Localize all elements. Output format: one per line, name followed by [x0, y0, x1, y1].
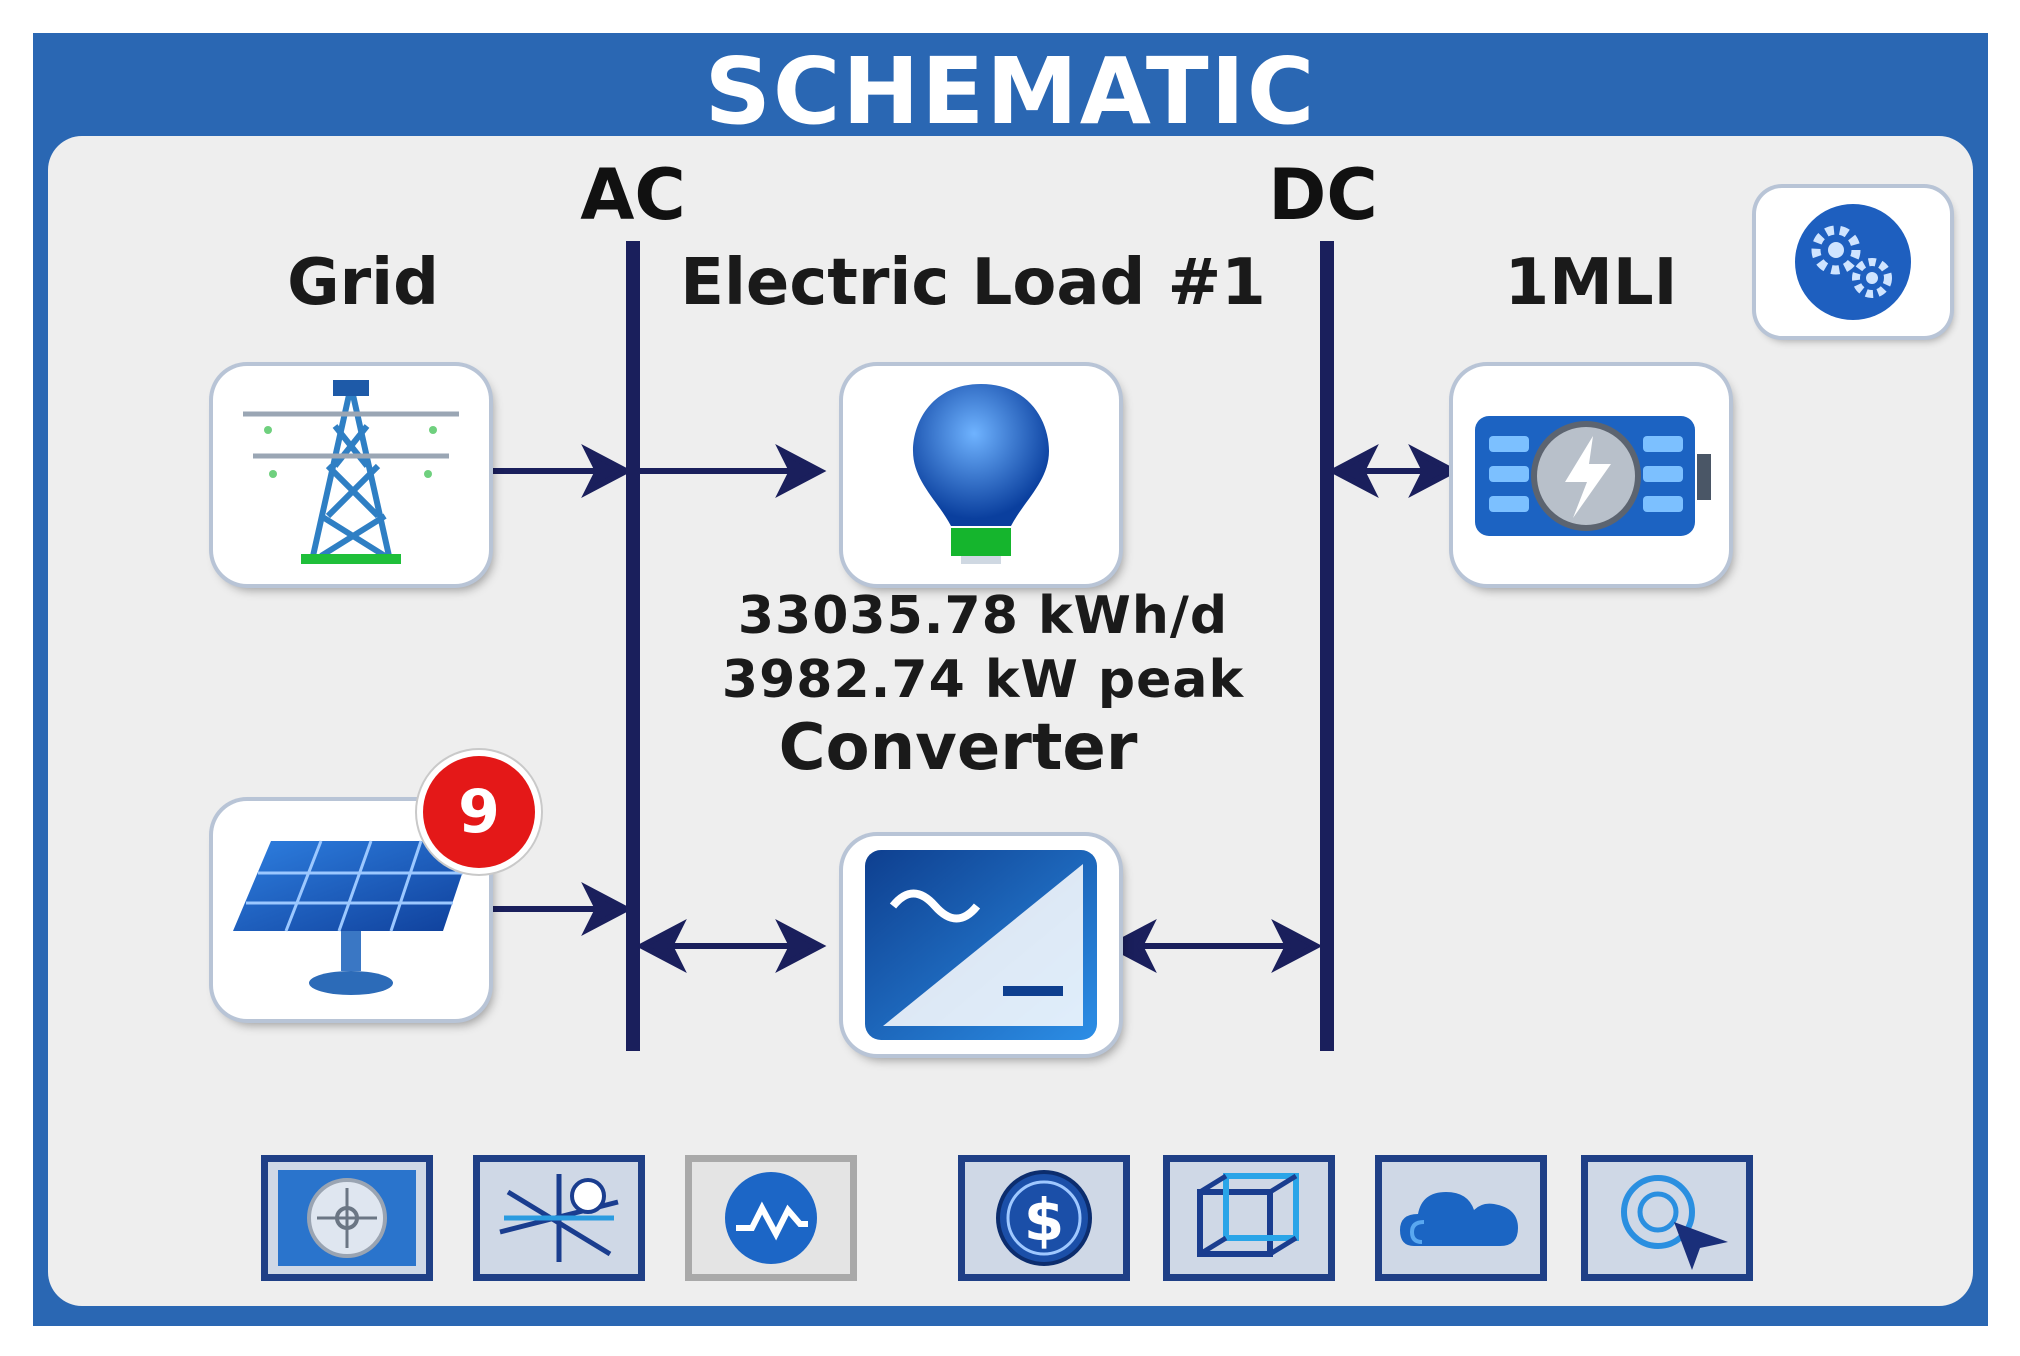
load-peak: 3982.74 kW peak	[721, 650, 1245, 710]
cloud-icon	[1400, 1192, 1518, 1246]
schematic-window: SCHEMATIC AC DC	[33, 33, 1988, 1326]
mli-component[interactable]	[1453, 366, 1729, 584]
light-bulb-icon	[913, 384, 1049, 564]
schematic-title: SCHEMATIC	[704, 38, 1317, 145]
toolbar-optimizer-button[interactable]	[1581, 1155, 1753, 1281]
dollar-icon: $	[996, 1170, 1092, 1266]
dc-bus-label: DC	[1268, 154, 1378, 236]
toolbar-sensitivity-button[interactable]	[473, 1155, 645, 1281]
converter-component[interactable]	[843, 836, 1119, 1054]
toolbar-cube-button[interactable]	[1163, 1155, 1335, 1281]
battery-storage-icon	[1475, 416, 1711, 536]
gears-icon	[1795, 204, 1911, 320]
grid-label: Grid	[287, 246, 439, 320]
electric-load-component[interactable]	[843, 366, 1119, 584]
svg-text:$: $	[1024, 1186, 1064, 1254]
toolbar-waveform-button[interactable]	[685, 1155, 857, 1281]
toolbar-economics-button[interactable]: $	[958, 1155, 1130, 1281]
target-cursor-icon	[1621, 1175, 1728, 1270]
compass-icon	[278, 1170, 416, 1266]
dc-bus	[1320, 241, 1334, 1051]
solar-panel-icon	[233, 840, 473, 995]
sensitivity-icon	[499, 1174, 619, 1262]
electric-load-label: Electric Load #1	[680, 246, 1266, 320]
grid-component[interactable]	[213, 366, 489, 584]
load-energy: 33035.78 kWh/d	[737, 586, 1229, 646]
toolbar-compass-button[interactable]	[261, 1155, 433, 1281]
cube-icon	[1197, 1173, 1299, 1257]
mli-label: 1MLI	[1504, 246, 1678, 320]
ac-dc-converter-icon	[865, 850, 1097, 1040]
schematic-panel: AC DC	[48, 136, 1973, 1306]
converter-label: Converter	[778, 711, 1138, 785]
toolbar-cloud-button[interactable]	[1375, 1155, 1547, 1281]
settings-button[interactable]	[1756, 188, 1950, 336]
waveform-icon	[725, 1172, 817, 1264]
transmission-tower-icon	[243, 380, 459, 564]
connection-arrows	[493, 444, 1460, 973]
ac-bus	[626, 241, 640, 1051]
load-stats: 33035.78 kWh/d 3982.74 kW peak	[688, 584, 1278, 712]
ac-bus-label: AC	[580, 154, 686, 236]
pv-count-badge: 9	[423, 756, 535, 868]
